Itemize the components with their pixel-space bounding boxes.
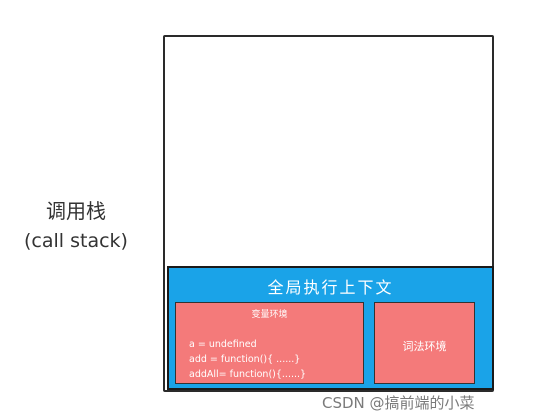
watermark: CSDN @搞前端的小菜 xyxy=(322,394,475,412)
call-stack-label: 调用栈 (call stack) xyxy=(6,196,146,256)
global-execution-context-title: 全局执行上下文 xyxy=(267,278,394,297)
variable-line-addall: addAll= function(){......} xyxy=(189,369,307,380)
variable-environment: 变量环境 a = undefined add = function(){ ...… xyxy=(175,302,364,384)
lexical-environment-title: 词法环境 xyxy=(402,340,447,353)
variable-line-a: a = undefined xyxy=(189,339,257,350)
call-stack-label-english: (call stack) xyxy=(24,230,128,252)
call-stack-label-chinese: 调用栈 xyxy=(46,199,106,223)
lexical-environment: 词法环境 xyxy=(374,302,475,384)
variable-line-add: add = function(){ ......} xyxy=(189,354,301,365)
variable-environment-title: 变量环境 xyxy=(251,310,288,320)
